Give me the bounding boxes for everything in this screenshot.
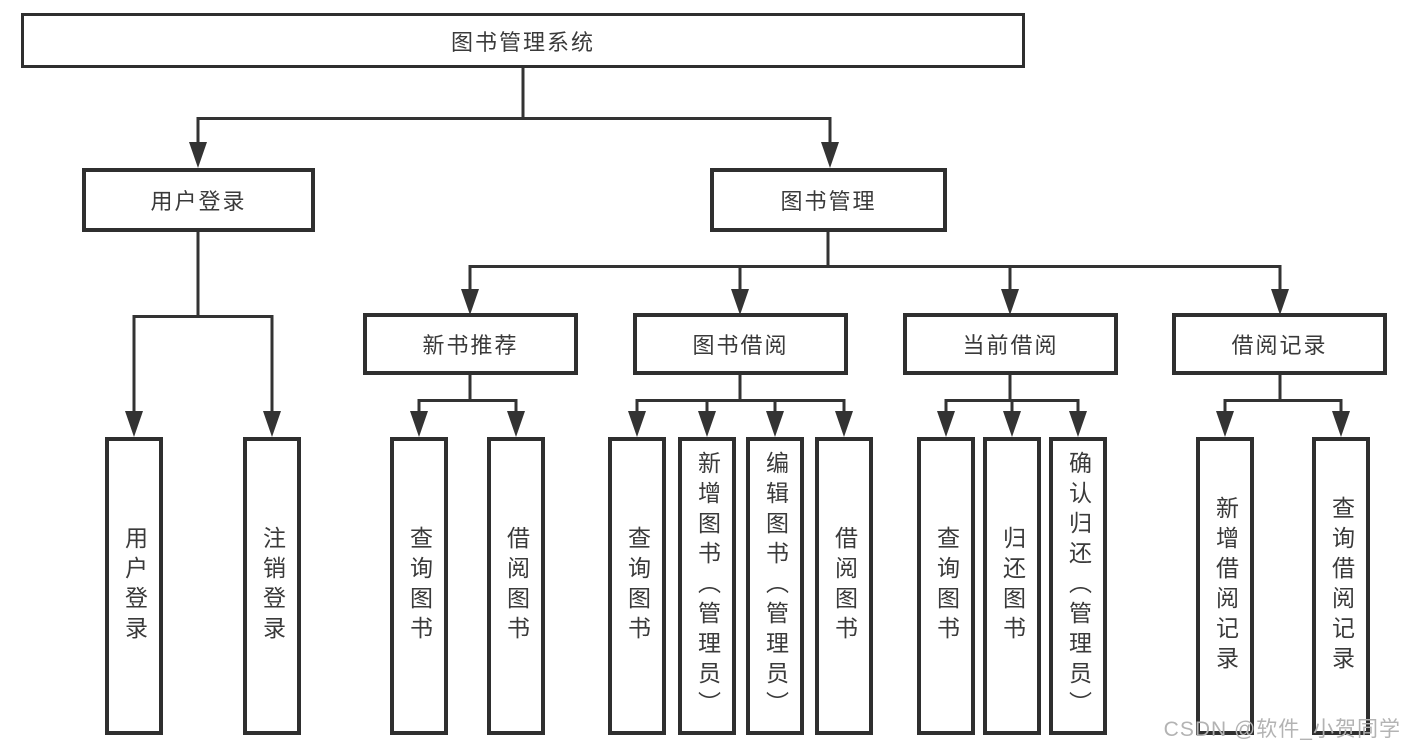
node-label: 查询图书 bbox=[933, 526, 960, 646]
node-label: 用户登录 bbox=[121, 526, 148, 646]
node-label: 新增借阅记录 bbox=[1212, 496, 1239, 676]
node-label: 查询图书 bbox=[406, 526, 433, 646]
node-leaf-query-books-current: 查询图书 bbox=[917, 437, 975, 735]
node-leaf-query-books-recommend: 查询图书 bbox=[390, 437, 448, 735]
node-new-book-recommendation: 新书推荐 bbox=[363, 313, 578, 375]
node-book-borrowing: 图书借阅 bbox=[633, 313, 848, 375]
node-leaf-add-borrow-record: 新增借阅记录 bbox=[1196, 437, 1254, 735]
node-label: 借阅图书 bbox=[503, 526, 530, 646]
node-book-management: 图书管理 bbox=[710, 168, 947, 232]
node-label: 注销登录 bbox=[259, 526, 286, 646]
csdn-watermark: CSDN @软件_小贺同学 bbox=[1163, 718, 1401, 741]
node-label: 确认归还（管理员） bbox=[1065, 451, 1092, 721]
node-library-management-system: 图书管理系统 bbox=[21, 13, 1025, 68]
node-leaf-return-books: 归还图书 bbox=[983, 437, 1041, 735]
node-leaf-logout: 注销登录 bbox=[243, 437, 301, 735]
node-label: 借阅图书 bbox=[831, 526, 858, 646]
node-label: 新增图书（管理员） bbox=[694, 451, 721, 721]
node-leaf-add-book-admin: 新增图书（管理员） bbox=[678, 437, 736, 735]
node-leaf-query-borrow-record: 查询借阅记录 bbox=[1312, 437, 1370, 735]
node-label: 查询借阅记录 bbox=[1328, 496, 1355, 676]
node-current-borrowing: 当前借阅 bbox=[903, 313, 1118, 375]
node-leaf-borrow-books-recommend: 借阅图书 bbox=[487, 437, 545, 735]
node-user-login: 用户登录 bbox=[82, 168, 315, 232]
node-leaf-confirm-return-admin: 确认归还（管理员） bbox=[1049, 437, 1107, 735]
node-borrowing-records: 借阅记录 bbox=[1172, 313, 1387, 375]
node-label: 查询图书 bbox=[624, 526, 651, 646]
node-leaf-user-login: 用户登录 bbox=[105, 437, 163, 735]
node-label: 归还图书 bbox=[999, 526, 1026, 646]
node-label: 编辑图书（管理员） bbox=[762, 451, 789, 721]
node-leaf-borrow-books-borrow: 借阅图书 bbox=[815, 437, 873, 735]
node-leaf-edit-book-admin: 编辑图书（管理员） bbox=[746, 437, 804, 735]
node-leaf-query-books-borrow: 查询图书 bbox=[608, 437, 666, 735]
